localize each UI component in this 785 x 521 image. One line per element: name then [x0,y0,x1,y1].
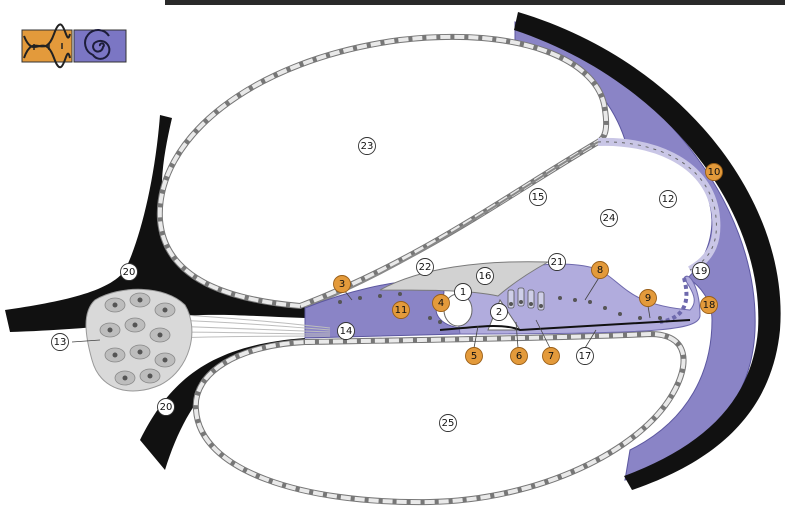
label-6: 6 [511,348,528,365]
scala-tympani [196,334,684,502]
label-number: 4 [438,298,444,309]
label-number: 10 [708,167,721,178]
label-21: 21 [549,254,566,271]
dna-helix-icon [22,24,72,67]
label-23: 23 [359,138,376,155]
label-4: 4 [433,295,450,312]
label-1: 1 [455,284,472,301]
label-number: 20 [123,267,136,278]
label-5: 5 [466,348,483,365]
label-number: 20 [160,402,173,413]
top-rule [165,0,785,5]
label-number: 22 [419,262,432,273]
label-19: 19 [693,263,710,280]
label-number: 23 [361,141,374,152]
label-number: 14 [340,326,353,337]
label-number: 9 [645,293,651,304]
label-number: 18 [703,300,716,311]
label-17: 17 [577,348,594,365]
label-number: 11 [395,305,408,316]
spiral-cochlea-icon [74,30,126,62]
label-8: 8 [592,262,609,279]
label-number: 21 [551,257,564,268]
label-2: 2 [491,304,508,321]
label-number: 16 [479,271,492,282]
label-number: 6 [516,351,522,362]
label-number: 19 [695,266,708,277]
label-14: 14 [338,323,355,340]
label-number: 24 [603,213,616,224]
label-18: 18 [701,297,718,314]
label-number: 1 [460,287,466,298]
label-7: 7 [543,348,560,365]
label-20a: 20 [121,264,138,281]
label-number: 13 [54,337,67,348]
label-22: 22 [417,259,434,276]
label-16: 16 [477,268,494,285]
label-number: 25 [442,418,455,429]
label-number: 8 [597,265,603,276]
label-11: 11 [393,302,410,319]
label-15: 15 [530,189,547,206]
logo [22,24,126,67]
label-10: 10 [706,164,723,181]
label-12: 12 [660,191,677,208]
label-13: 13 [52,334,69,351]
label-number: 12 [662,194,675,205]
label-9: 9 [640,290,657,307]
label-24: 24 [601,210,618,227]
label-number: 3 [339,279,345,290]
label-25: 25 [440,415,457,432]
spiral-ganglion [86,289,192,391]
label-number: 17 [579,351,592,362]
label-number: 7 [548,351,554,362]
label-number: 5 [471,351,477,362]
label-number: 2 [496,307,502,318]
label-number: 15 [532,192,545,203]
label-3: 3 [334,276,351,293]
label-20b: 20 [158,399,175,416]
